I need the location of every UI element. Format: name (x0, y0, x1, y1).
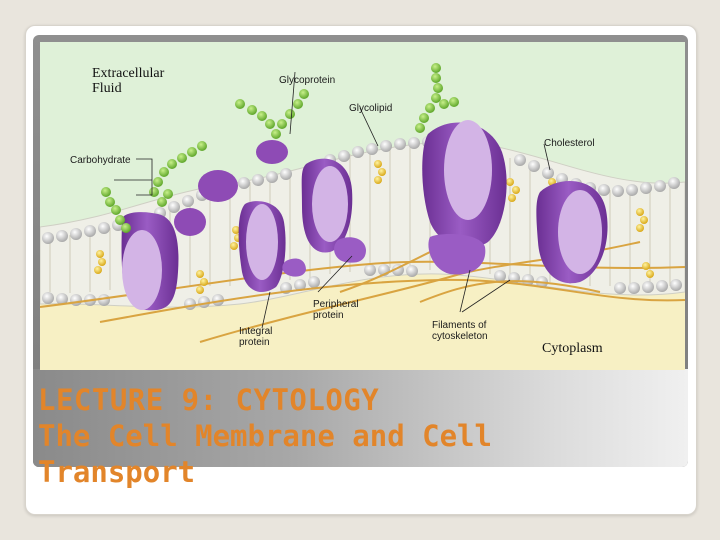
carbohydrate-label: Carbohydrate (70, 155, 131, 166)
cytoplasm-label: Cytoplasm (542, 341, 603, 356)
integral-protein-label: Integral protein (239, 326, 273, 348)
glycoprotein-label: Glycoprotein (279, 75, 336, 86)
lipid-heads-inner (42, 264, 682, 310)
cytoskeleton-filaments-label: Filaments of cytoskeleton (432, 320, 488, 342)
label-leader-lines (114, 71, 551, 329)
extracellular-fluid-label: Extracellular Fluid (92, 66, 165, 96)
carbohydrate-chains (101, 63, 459, 233)
slide-title-line-2: The Cell Membrane and Cell Transport (38, 419, 492, 489)
slide-title: LECTURE 9: CYTOLOGY The Cell Membrane an… (38, 382, 638, 490)
lipid-heads-outer (42, 136, 680, 244)
cell-membrane-diagram: Extracellular Fluid Glycoprotein Glycoli… (40, 42, 685, 370)
slide-title-line-1: LECTURE 9: CYTOLOGY (38, 383, 380, 417)
peripheral-protein-label: Peripheral protein (313, 299, 359, 321)
cholesterol-label: Cholesterol (544, 138, 595, 149)
title-band (33, 369, 688, 467)
peripheral-proteins (282, 237, 366, 277)
outer-surface-proteins (174, 140, 288, 236)
integral-proteins (121, 120, 608, 311)
glycolipid-label: Glycolipid (349, 103, 393, 114)
